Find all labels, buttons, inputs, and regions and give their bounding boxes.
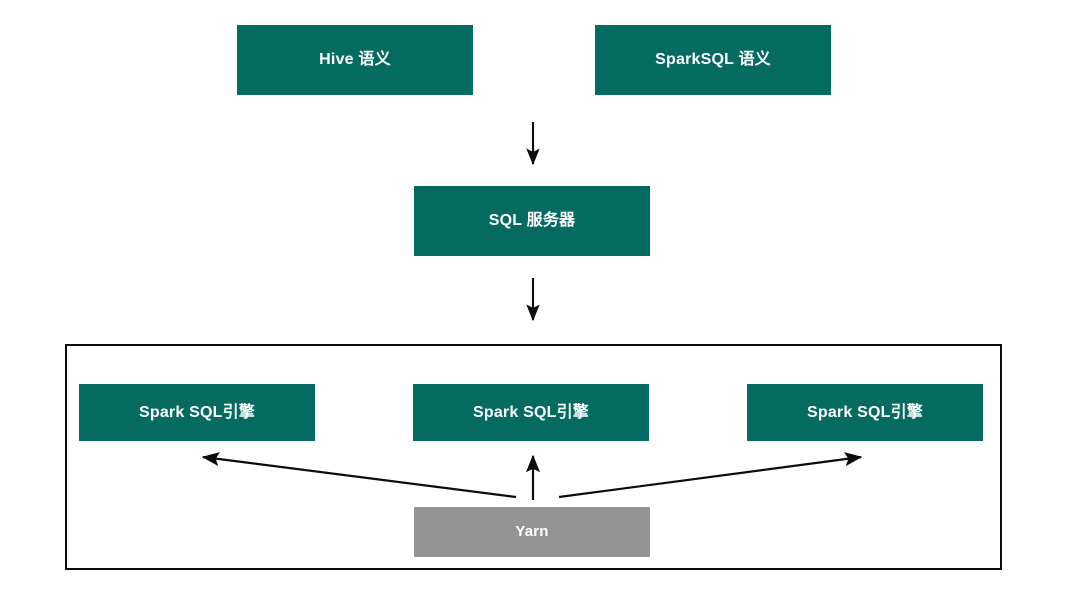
node-label: Spark SQL引擎 <box>138 403 255 421</box>
node-label: Hive 语义 <box>319 51 391 68</box>
node-spark-sql-engine-2[interactable]: Spark SQL引擎 <box>413 384 649 441</box>
node-label: SparkSQL 语义 <box>655 51 771 68</box>
node-yarn[interactable]: Yarn <box>414 507 650 557</box>
cluster-container-box <box>65 344 1002 570</box>
node-sparksql-semantics[interactable]: SparkSQL 语义 <box>595 25 831 95</box>
node-spark-sql-engine-3[interactable]: Spark SQL引擎 <box>747 384 983 441</box>
node-label: Yarn <box>515 522 549 540</box>
node-sql-server[interactable]: SQL 服务器 <box>414 186 650 256</box>
node-label: SQL 服务器 <box>488 212 576 229</box>
node-spark-sql-engine-1[interactable]: Spark SQL引擎 <box>79 384 315 441</box>
node-hive-semantics[interactable]: Hive 语义 <box>237 25 473 95</box>
node-label: Spark SQL引擎 <box>806 403 923 421</box>
node-label: Spark SQL引擎 <box>472 403 589 421</box>
